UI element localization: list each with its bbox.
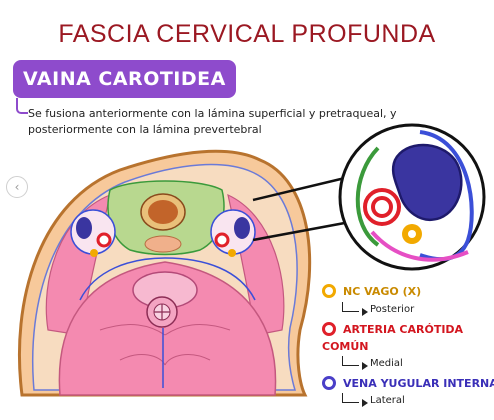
- legend-sub-label-jugular: Lateral: [370, 395, 405, 406]
- jugular-legend-icon: [322, 376, 336, 390]
- legend-item-carotid: ARTERIA CARÓTIDA: [322, 320, 463, 338]
- neck-section: [18, 149, 312, 397]
- vagus-legend-icon: [322, 284, 336, 298]
- legend-label-carotid-2: COMÚN: [322, 339, 369, 353]
- zoom-line-bottom: [252, 220, 351, 242]
- legend-item-jugular: VENA YUGULAR INTERNA: [322, 374, 494, 392]
- spinal-cord-cross: [154, 304, 170, 320]
- muscle-fiber-lines: [99, 324, 231, 366]
- description-text: Se fusiona anteriormente con la lámina s…: [28, 107, 397, 136]
- legend-sub-jugular: Lateral: [342, 392, 405, 407]
- carotid-artery-right: [214, 232, 230, 248]
- carotid-artery-left: [96, 232, 112, 248]
- arrow-icon: [342, 355, 368, 370]
- vagus-nerve-right: [228, 249, 236, 257]
- legend-item-carotid-line2: COMÚN: [322, 337, 369, 355]
- esophagus: [144, 235, 182, 253]
- description-connector: [16, 98, 28, 114]
- arrow-icon: [342, 301, 368, 316]
- posterior-muscles: [58, 261, 277, 396]
- legend-label-vagus: NC VAGO (X): [343, 284, 422, 298]
- page-title: FASCIA CERVICAL PROFUNDA: [58, 20, 436, 48]
- legend-sub-label-carotid: Medial: [370, 358, 403, 369]
- carousel-prev-button[interactable]: ‹: [6, 176, 28, 198]
- vagus-nerve-left: [90, 249, 98, 257]
- jugular-vein-zoom: [391, 143, 463, 221]
- legend-label-carotid: ARTERIA CARÓTIDA: [343, 322, 464, 336]
- legend-sub-vagus: Posterior: [342, 301, 415, 316]
- legend-sub-label-vagus: Posterior: [370, 304, 415, 315]
- vagus-nerve-zoom-center: [408, 230, 416, 238]
- carotid-sheath-right: [210, 209, 256, 257]
- carotid-sheath-left: [70, 209, 116, 257]
- carotid-artery-zoom-inner: [371, 196, 393, 218]
- vaina-carotidea-badge: VAINA CAROTIDEA: [13, 60, 236, 98]
- jugular-vein-left: [76, 217, 92, 239]
- carotid-legend-icon: [322, 322, 336, 336]
- carotid-sheath-zoom: [338, 123, 486, 271]
- chevron-left-icon: ‹: [14, 180, 20, 194]
- arrow-icon: [342, 392, 368, 407]
- legend-item-vagus: NC VAGO (X): [322, 282, 421, 300]
- trachea-lumen: [148, 200, 178, 224]
- jugular-vein-right: [234, 217, 250, 239]
- legend-label-jugular: VENA YUGULAR INTERNA: [343, 376, 494, 390]
- sheath-pink-layer: [370, 230, 469, 262]
- sheath-green-layer: [355, 146, 380, 247]
- legend-sub-carotid: Medial: [342, 355, 403, 370]
- zoom-line-top: [252, 176, 346, 202]
- prevertebral-fascia: [79, 257, 256, 301]
